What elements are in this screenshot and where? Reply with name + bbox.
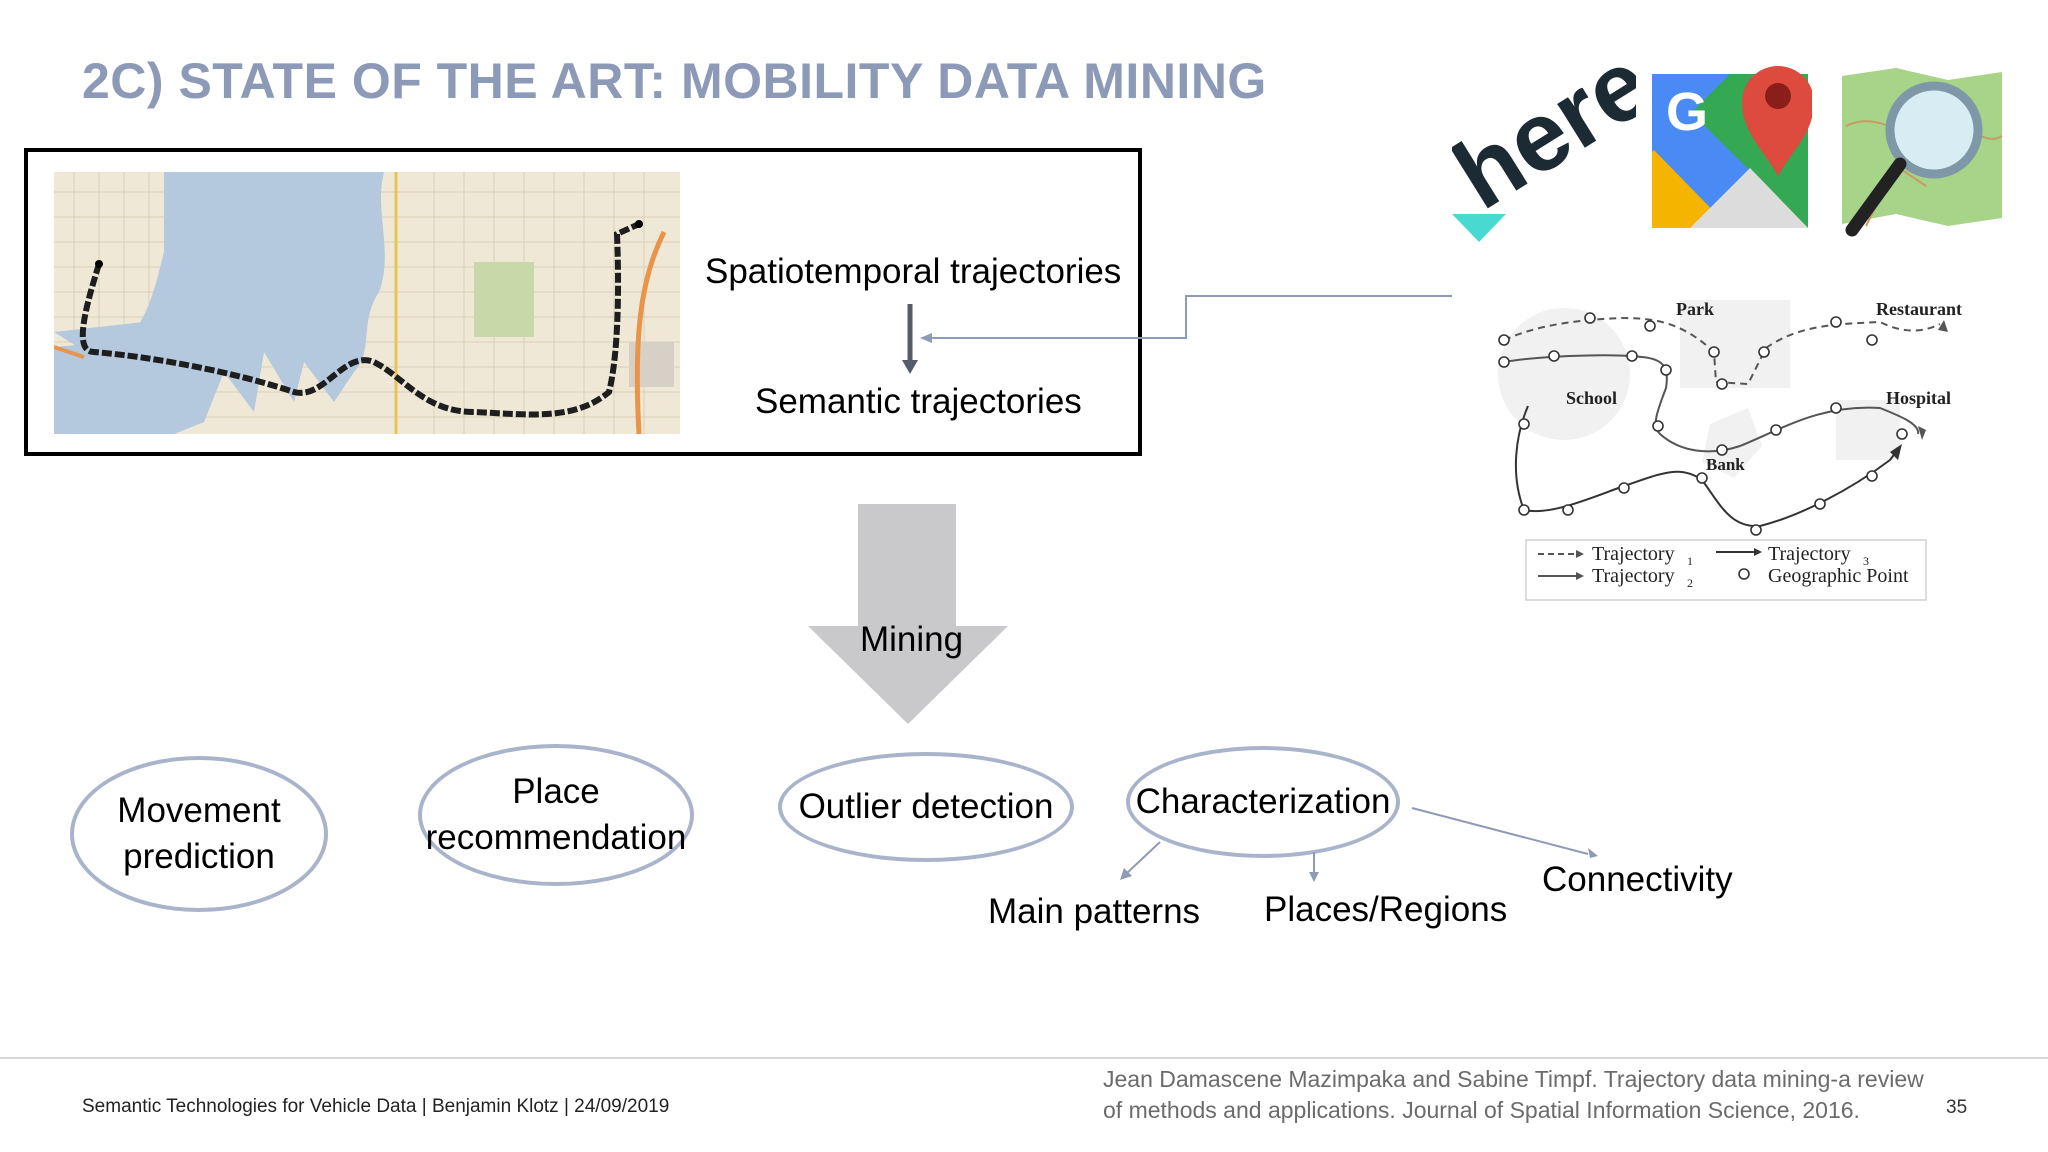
trajectory-map-image (54, 172, 680, 434)
place-park: Park (1676, 299, 1714, 319)
school-region (1498, 308, 1630, 440)
connectivity-label: Connectivity (1542, 860, 1733, 899)
citation: Jean Damascene Mazimpaka and Sabine Timp… (1103, 1064, 1924, 1126)
hospital-region (1836, 400, 1900, 460)
here-logo-icon: here (1452, 62, 1636, 242)
mining-label: Mining (860, 620, 964, 659)
geographic-points (1498, 312, 1908, 536)
legend-trajectory-1: Trajectory (1592, 543, 1675, 565)
box-connectors (902, 295, 1452, 374)
trajectory-2-path (1503, 354, 1920, 453)
openstreetmap-icon (1842, 68, 2003, 237)
citation-line-1: Jean Damascene Mazimpaka and Sabine Timp… (1103, 1066, 1924, 1092)
diagram-legend (1525, 539, 1927, 601)
figure-connector-line (928, 295, 1452, 339)
places-regions-label: Places/Regions (1264, 890, 1508, 929)
mining-arrow (808, 504, 1008, 724)
trajectory-3-path (1514, 405, 1897, 528)
place-recommendation-line1: Place (512, 772, 600, 811)
characterization-label: Characterization (1135, 782, 1391, 821)
legend-point-icon (1738, 568, 1750, 580)
movement-prediction-line2: prediction (123, 837, 275, 876)
place-hospital: Hospital (1886, 388, 1951, 408)
movement-prediction-ellipse: Movement prediction (70, 756, 328, 912)
slide-title: 2C) STATE OF THE ART: MOBILITY DATA MINI… (82, 53, 1267, 109)
citation-line-2: of methods and applications. Journal of … (1103, 1097, 1860, 1123)
down-arrow-head (902, 360, 918, 374)
bank-region (1702, 408, 1762, 478)
outlier-detection-label: Outlier detection (798, 787, 1054, 826)
trajectory-box (24, 148, 1142, 456)
legend-geographic-point: Geographic Point (1768, 565, 1909, 587)
outlier-detection-ellipse: Outlier detection (778, 752, 1074, 862)
google-maps-icon: G (1652, 66, 1812, 228)
movement-prediction-line1: Movement (117, 791, 281, 830)
place-recommendation-ellipse: Place recommendation (418, 744, 694, 886)
figure-connector-arrowhead (920, 333, 932, 343)
legend-trajectory-3: Trajectory (1768, 543, 1851, 565)
characterization-ellipse: Characterization (1126, 746, 1400, 858)
footer-divider (0, 1057, 2048, 1059)
main-patterns-label: Main patterns (988, 892, 1201, 931)
place-restaurant: Restaurant (1876, 299, 1962, 319)
spatiotemporal-trajectories-label: Spatiotemporal trajectories (705, 252, 1122, 291)
place-bank: Bank (1706, 455, 1745, 474)
semantic-trajectory-diagram: Park Restaurant School Hospital Bank Tra… (1498, 299, 1962, 601)
legend-trajectory-2-sub: 2 (1687, 576, 1693, 590)
legend-trajectory-2: Trajectory (1592, 565, 1675, 587)
google-g-letter: G (1666, 82, 1708, 142)
place-school: School (1566, 388, 1617, 408)
characterization-arrows (1120, 807, 1598, 882)
page-number: 35 (1946, 1097, 1968, 1118)
legend-trajectory-3-sub: 3 (1863, 554, 1869, 568)
footer-text: Semantic Technologies for Vehicle Data |… (82, 1096, 670, 1117)
place-recommendation-line2: recommendation (425, 818, 687, 857)
semantic-trajectories-label: Semantic trajectories (755, 382, 1082, 421)
legend-trajectory-1-sub: 1 (1687, 554, 1693, 568)
here-logo-text: here (1452, 62, 1636, 230)
